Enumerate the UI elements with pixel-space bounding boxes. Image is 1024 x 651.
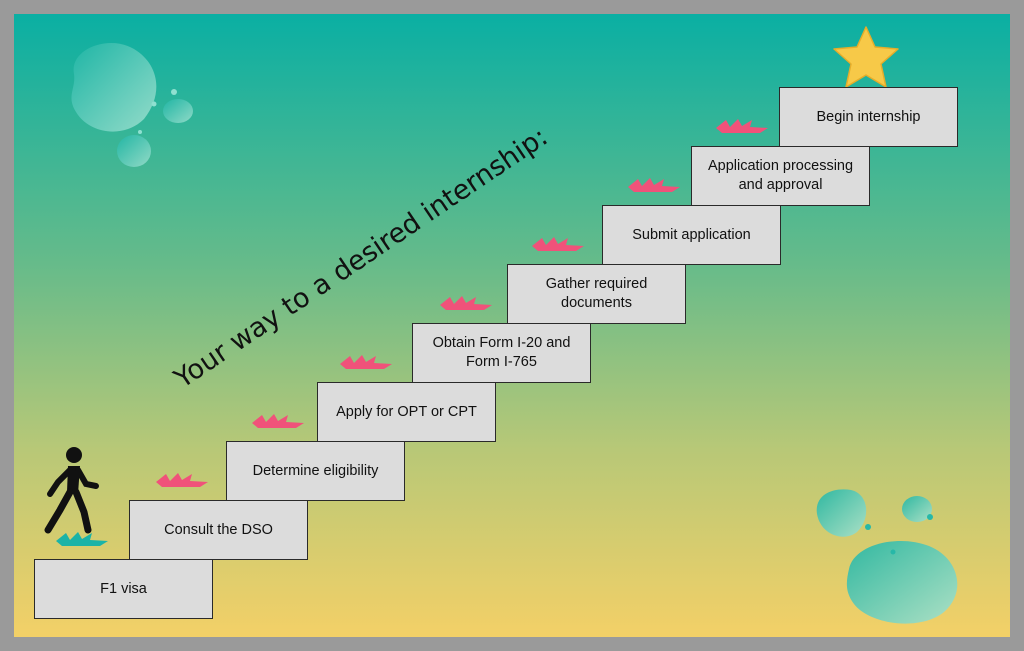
step-f1-visa: F1 visa — [34, 559, 213, 619]
footprint-mark-icon — [340, 355, 392, 369]
step-submit-application: Submit application — [602, 205, 781, 265]
footprint-mark-icon — [532, 237, 584, 251]
footprint-marks — [56, 119, 768, 546]
bubble-cluster-top-left — [71, 43, 193, 167]
step-begin-internship: Begin internship — [779, 87, 958, 147]
bubble-icon — [117, 135, 151, 167]
step-determine-eligibility: Determine eligibility — [226, 441, 405, 501]
bubble-icon — [816, 489, 867, 537]
footprint-mark-icon — [156, 473, 208, 487]
footprint-mark-icon — [440, 296, 492, 310]
step-consult-dso: Consult the DSO — [129, 500, 308, 560]
diagram-canvas: Your way to a desired internship: F1 vis… — [14, 14, 1010, 637]
bubble-icon — [902, 496, 932, 522]
bubble-cluster-bottom-right — [816, 489, 958, 624]
step-apply-opt-cpt: Apply for OPT or CPT — [317, 382, 496, 442]
walking-person-icon — [44, 447, 99, 534]
step-gather-documents: Gather required documents — [507, 264, 686, 324]
bubble-icon — [846, 540, 958, 624]
footprint-mark-icon — [716, 119, 768, 133]
footprint-mark-icon — [252, 414, 304, 428]
bubble-icon — [71, 43, 157, 132]
step-obtain-forms: Obtain Form I-20 and Form I-765 — [412, 323, 591, 383]
step-processing-approval: Application processing and approval — [691, 146, 870, 206]
star-icon — [833, 26, 899, 88]
footprint-mark-icon — [628, 178, 680, 192]
footprint-mark-icon — [56, 532, 108, 546]
bubble-icon — [163, 99, 193, 123]
